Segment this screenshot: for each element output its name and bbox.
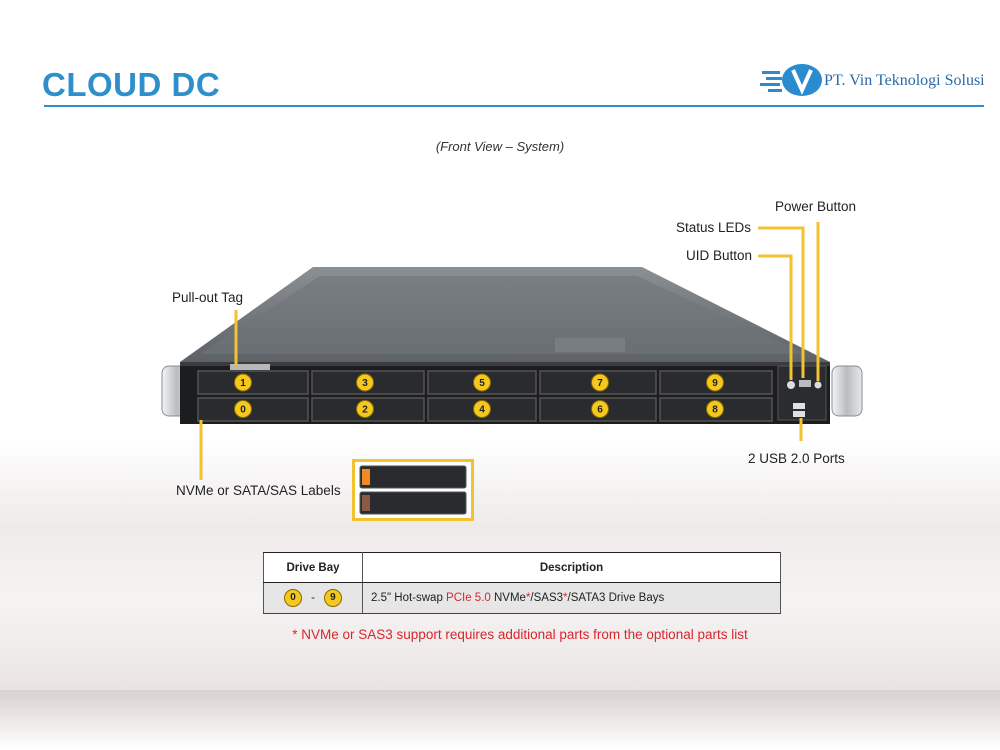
bay-label-top: 1 — [240, 378, 246, 389]
figure-subtitle: (Front View – System) — [435, 139, 565, 154]
callout-drive-labels: NVMe or SATA/SAS Labels — [176, 483, 341, 498]
bay-label-top: 3 — [362, 378, 368, 389]
nvme-label-tray — [359, 465, 467, 489]
desc-pcie-highlight: PCIe 5.0 — [446, 592, 491, 604]
bay-label-bottom: 6 — [597, 405, 603, 416]
drive-tray-samples — [359, 465, 467, 515]
callout-power-button: Power Button — [775, 199, 857, 214]
range-dash: - — [311, 592, 315, 604]
drive-bay-range: 0-9 — [263, 582, 363, 614]
header-description: Description — [362, 552, 781, 583]
bay-label-top: 5 — [479, 378, 485, 389]
bay-label-bottom: 2 — [362, 405, 368, 416]
footnote: * NVMe or SAS3 support requires addition… — [292, 627, 748, 642]
background-bottom — [0, 690, 1000, 750]
bay-markers-top — [234, 373, 724, 392]
desc-text: /SAS3 — [530, 592, 564, 604]
table-row: 0-9 2.5" Hot-swap PCIe 5.0 NVMe*/SAS3*/S… — [263, 582, 781, 614]
drive-bay-table: Drive Bay Description 0-9 2.5" Hot-swap … — [263, 552, 781, 614]
uid-button — [787, 381, 795, 389]
server-front-view: 1 3 5 7 9 0 2 4 6 8 — [161, 222, 863, 480]
bay-label-bottom: 8 — [712, 405, 718, 416]
leader-uid-button — [758, 254, 793, 380]
pullout-tag — [230, 364, 270, 370]
bay-start-badge: 0 — [284, 589, 303, 607]
bay-label-bottom: 0 — [240, 405, 246, 416]
usb-port-1 — [793, 403, 805, 409]
callout-status-leds: Status LEDs — [676, 220, 752, 235]
power-button — [814, 381, 822, 389]
company-name: PT. Vin Teknologi Solusi — [824, 72, 985, 89]
bay-label-top: 7 — [597, 378, 603, 389]
company-logo — [760, 64, 822, 96]
desc-asterisk: * — [525, 592, 531, 604]
title-underline — [44, 105, 984, 107]
desc-text: /SATA3 Drive Bays — [567, 592, 665, 604]
callout-pullout-tag: Pull-out Tag — [172, 290, 244, 305]
leader-status-leds — [758, 226, 805, 378]
callout-usb-ports: 2 USB 2.0 Ports — [748, 451, 845, 466]
speed-lines-icon — [760, 71, 782, 92]
bay-end-badge: 9 — [323, 589, 342, 607]
header-drive-bay: Drive Bay — [263, 552, 363, 583]
desc-text: NVMe — [490, 592, 526, 604]
table-header-row: Drive Bay Description — [263, 552, 781, 583]
page-title: CLOUD DC — [42, 66, 221, 103]
desc-text: 2.5" Hot-swap — [371, 592, 447, 604]
right-rack-handle — [831, 365, 863, 417]
drive-label-samples — [352, 459, 474, 521]
callout-uid-button: UID Button — [686, 248, 753, 263]
usb-port-2 — [793, 411, 805, 417]
status-leds — [799, 380, 811, 387]
bay-label-bottom: 4 — [479, 405, 485, 416]
desc-asterisk: * — [563, 592, 568, 604]
drive-bay-description: 2.5" Hot-swap PCIe 5.0 NVMe*/SAS3*/SATA3… — [362, 582, 781, 614]
sas-label-tray — [359, 491, 467, 515]
bay-markers-bottom — [234, 400, 724, 418]
bay-label-top: 9 — [712, 378, 718, 389]
